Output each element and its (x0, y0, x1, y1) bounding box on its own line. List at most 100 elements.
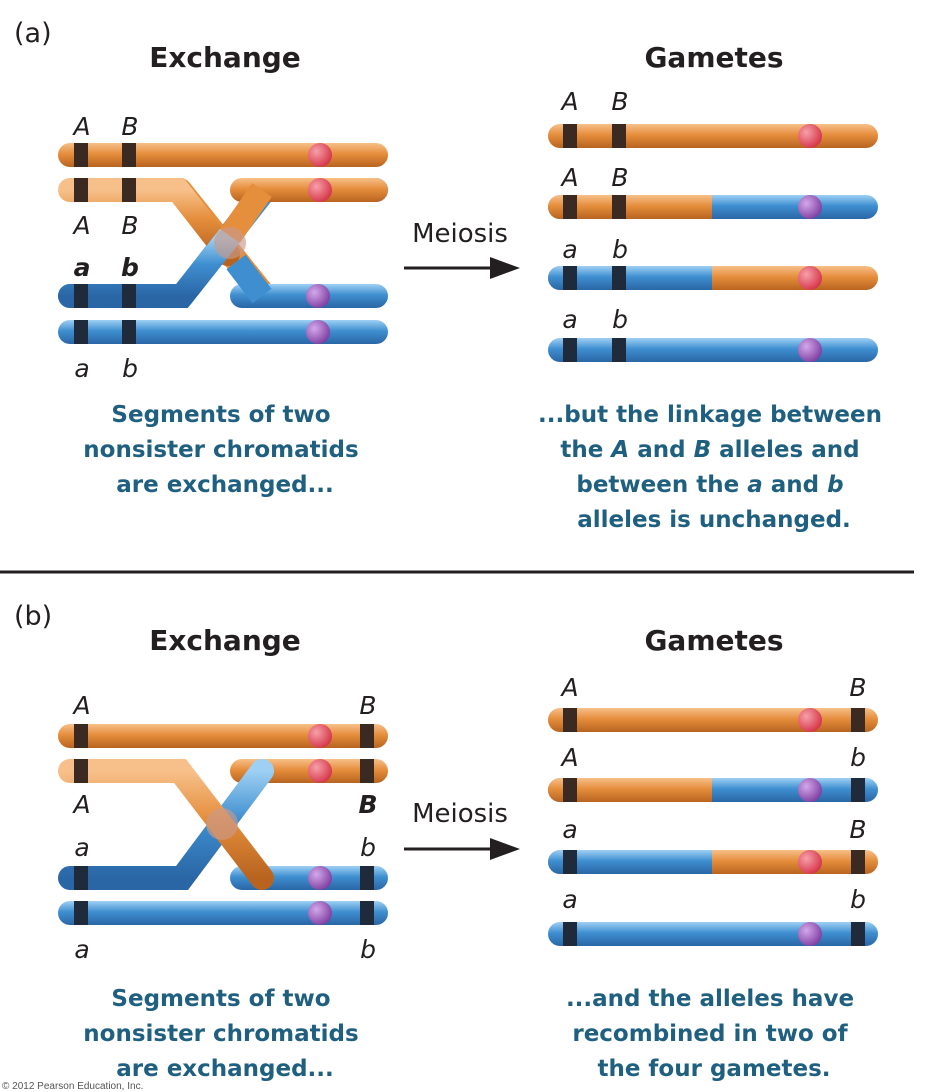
allele-band (74, 759, 88, 783)
caption-line: nonsister chromatids (83, 1021, 358, 1047)
centromere (306, 320, 330, 344)
allele-label: A (71, 691, 90, 720)
caption-fragment: and (629, 437, 693, 463)
panel-a-right-caption: ...but the linkage between the A and B a… (538, 402, 890, 533)
crossover-point (206, 808, 238, 840)
panel-b-left-caption: Segments of two nonsister chromatids are… (83, 986, 366, 1082)
allele-label: B (358, 790, 377, 819)
caption-line: recombined in two of (572, 1021, 848, 1047)
caption-line: Segments of two (111, 986, 330, 1012)
allele-label: A (559, 87, 578, 116)
allele-label: b (360, 833, 376, 862)
caption-fragment: b (827, 472, 843, 498)
chromatid-orange-cross-front (58, 178, 240, 266)
allele-band (122, 143, 136, 167)
caption-fragment: alleles and (711, 437, 859, 463)
allele-label: B (121, 112, 138, 141)
allele-band (563, 778, 577, 802)
allele-band (851, 850, 865, 874)
allele-label: b (612, 235, 628, 264)
allele-label: A (71, 211, 90, 240)
exchange-chromatids (58, 724, 388, 925)
allele-band (74, 178, 88, 202)
caption-line: nonsister chromatids (83, 437, 358, 463)
gamete-segment (548, 266, 712, 290)
chromatid-blue-right (226, 254, 272, 304)
caption-fragment: a (747, 472, 763, 498)
centromere (306, 284, 330, 308)
allele-band (563, 195, 577, 219)
centromere (798, 266, 822, 290)
allele-label: B (611, 163, 628, 192)
allele-label: b (360, 935, 376, 964)
allele-label: a (74, 935, 89, 964)
allele-label: b (121, 253, 139, 282)
allele-band (612, 195, 626, 219)
gamete-chromosome (548, 922, 878, 946)
allele-label: A (559, 163, 578, 192)
allele-band (74, 284, 88, 308)
allele-band (851, 778, 865, 802)
allele-band (563, 124, 577, 148)
allele-band (74, 724, 88, 748)
chromatid (58, 724, 388, 748)
chromatid-blue-left (58, 226, 240, 308)
gamete-segment (548, 195, 712, 219)
meiosis-label: Meiosis (412, 219, 508, 249)
caption-line: are exchanged... (116, 472, 334, 498)
allele-label: b (612, 305, 628, 334)
gamete-chromosome (548, 338, 878, 362)
allele-band (122, 284, 136, 308)
caption-fragment: B (694, 437, 712, 463)
panel-a-left-caption: Segments of two nonsister chromatids are… (83, 402, 366, 498)
chromatid (58, 320, 388, 344)
gamete-chromosomes (548, 124, 878, 362)
panel-b-label: (b) (14, 601, 52, 632)
allele-band (563, 266, 577, 290)
allele-band (360, 724, 374, 748)
chromatid (58, 901, 388, 925)
centromere (308, 724, 332, 748)
allele-band (851, 922, 865, 946)
allele-label: b (850, 743, 866, 772)
centromere (308, 178, 332, 202)
gamete-segment (548, 850, 712, 874)
caption-line: ...and the alleles have (566, 986, 854, 1012)
meiosis-arrow-head (490, 257, 520, 279)
panel-b-gametes-heading: Gametes (644, 624, 783, 657)
allele-band (74, 866, 88, 890)
gamete-segment (548, 778, 712, 802)
allele-band (563, 338, 577, 362)
caption-line: ...but the linkage between (538, 402, 882, 428)
chromatid-blue-left (58, 759, 274, 890)
meiosis-label: Meiosis (412, 799, 508, 829)
chromatid (58, 143, 388, 167)
allele-label: a (74, 354, 89, 383)
caption-fragment: the (560, 437, 611, 463)
centromere (308, 759, 332, 783)
allele-label: B (849, 815, 866, 844)
caption-fragment: A (609, 437, 629, 463)
allele-band (122, 320, 136, 344)
allele-band (563, 850, 577, 874)
allele-label: b (850, 885, 866, 914)
allele-band (360, 901, 374, 925)
caption-line: between the a and b (576, 472, 851, 498)
centromere (308, 143, 332, 167)
caption-line: the four gametes. (597, 1056, 830, 1082)
allele-label: B (359, 691, 376, 720)
panel-b-right-caption: ...and the alleles have recombined in tw… (566, 986, 862, 1082)
gamete-chromosomes (548, 708, 878, 946)
allele-label: a (562, 885, 577, 914)
chromatid-orange-left (58, 759, 274, 890)
allele-label: A (559, 673, 578, 702)
allele-label: A (71, 790, 90, 819)
centromere (308, 901, 332, 925)
allele-band (612, 266, 626, 290)
gamete-chromosome (548, 124, 878, 148)
allele-label: B (611, 87, 628, 116)
panel-a-gametes-heading: Gametes (644, 41, 783, 74)
allele-label: B (121, 211, 138, 240)
centromere (798, 778, 822, 802)
allele-label: a (74, 253, 91, 282)
